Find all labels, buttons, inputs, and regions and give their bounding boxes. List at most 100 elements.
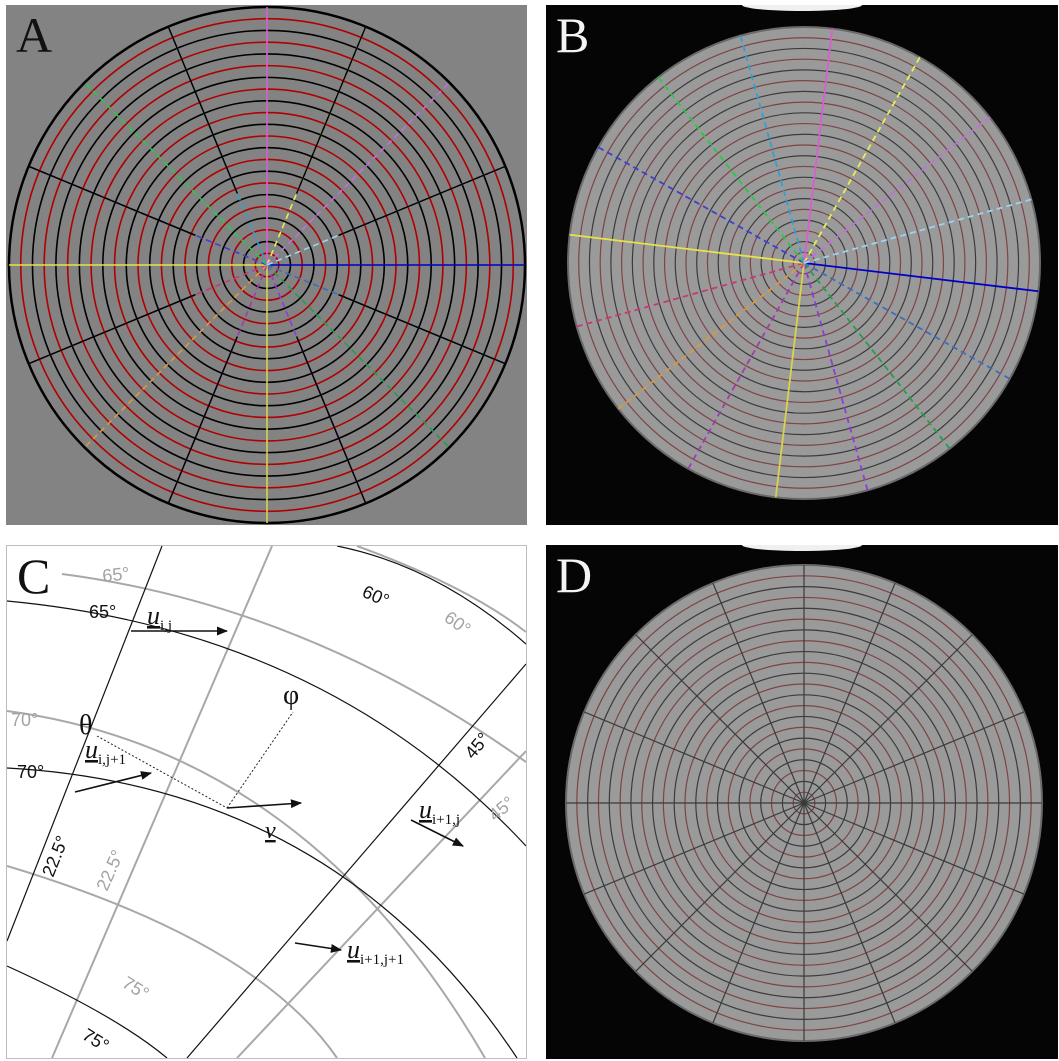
black-arc-70 [7, 767, 518, 1058]
gray-label-65: 65° [101, 563, 130, 586]
black-label-22: 22.5° [38, 833, 72, 880]
gray-degree-labels: 65° 70° 75° 60° 45° 22.5° [11, 563, 518, 1004]
gray-arc-70 [7, 710, 486, 1058]
gray-spoke-22 [51, 546, 273, 1058]
grid-ring [739, 198, 869, 328]
grid-spoke-segment [338, 293, 506, 365]
grid-spoke [266, 82, 450, 266]
vector-u-ij1 [74, 771, 153, 793]
grid-spoke [84, 82, 268, 266]
grid-ring [599, 58, 1009, 468]
grid-spoke-segment [167, 26, 239, 194]
black-spoke-45 [186, 663, 526, 1058]
gray-grid [7, 546, 526, 1058]
grid-a [7, 5, 527, 525]
grid-spoke [803, 802, 973, 972]
gray-arc-65 [61, 573, 526, 763]
vector-v [226, 799, 303, 809]
grid-ring [696, 155, 912, 371]
gray-label-75: 75° [119, 972, 153, 1003]
grid-ring [588, 47, 1020, 479]
grid-b [567, 26, 1041, 500]
grid-ring [631, 90, 977, 436]
grid-spoke [803, 262, 1039, 293]
panel-label-c: C [17, 548, 51, 604]
grid-ring [749, 208, 859, 318]
grid-spoke [712, 582, 805, 804]
black-label-70: 70° [17, 762, 44, 782]
grid-ring [642, 101, 966, 425]
label-u-ij1: ui,j+1 [85, 735, 126, 768]
construction-lines [96, 711, 294, 809]
grid-spoke-segment [295, 26, 367, 194]
grid-spoke-segment [28, 293, 196, 365]
light-glare [742, 545, 862, 551]
grid-spoke [266, 264, 450, 448]
grid-spoke-segment [167, 336, 239, 504]
grid-spoke [774, 262, 805, 498]
theta-symbol: θ [79, 710, 92, 741]
grid-spoke [635, 802, 805, 972]
grid-spoke-segment [295, 336, 367, 504]
panel-label-b: B [556, 7, 590, 63]
target-grid-photo-corrected [565, 545, 1043, 1042]
grid-ring [781, 240, 827, 286]
target-grid-photo-raw [567, 5, 1041, 500]
grid-ring [685, 144, 923, 382]
light-glare [742, 5, 862, 11]
grid-spoke [803, 28, 834, 264]
grid-spoke-segment [338, 165, 506, 237]
grid-spoke [803, 802, 896, 1024]
target-grid-rendered [7, 5, 527, 525]
grid-ring [771, 230, 837, 296]
grid-ring [578, 37, 1030, 489]
panel-b: B [546, 5, 1058, 525]
grid-spoke-segment [28, 165, 196, 237]
black-label-60: 60° [359, 581, 392, 610]
grid-spoke [583, 802, 805, 895]
grid-spoke [803, 582, 896, 804]
grid-ring [674, 133, 934, 393]
grid-ring [706, 165, 902, 361]
black-grid [7, 546, 526, 1058]
vectors [74, 626, 465, 953]
label-u-i1j1: ui+1,j+1 [347, 935, 404, 968]
label-u-i1j: ui+1,j [419, 795, 460, 828]
grid-ring [760, 219, 848, 307]
vector-labels: ui,j ui,j+1 ui+1,j ui+1,j+1 [85, 601, 460, 968]
panel-label-a: A [16, 7, 53, 63]
gray-arc-75 [7, 865, 338, 1058]
grid-d [565, 564, 1043, 1042]
grid-spoke [569, 233, 805, 264]
grid-ring [610, 69, 998, 457]
grid-spoke [84, 264, 268, 448]
grid-ring [792, 251, 816, 275]
panel-c: θ φ v ui,j ui,j+1 ui+1,j ui+1,j+1 65° 70… [6, 545, 527, 1059]
velocity-label: v [265, 818, 276, 844]
gray-label-45: 45° [485, 792, 519, 825]
vector-u-i1j [410, 819, 465, 847]
black-spoke-22 [7, 546, 163, 942]
vector-u-i1j1 [294, 942, 343, 953]
black-arc-75 [7, 965, 168, 1058]
phi-symbol: φ [283, 680, 299, 711]
black-arc-65 [7, 600, 526, 847]
grid-ring [663, 122, 945, 404]
grid-ring [717, 176, 891, 350]
gray-label-22: 22.5° [92, 847, 127, 894]
grid-spoke [803, 802, 1025, 895]
grid-ring [621, 80, 987, 446]
gray-label-70: 70° [11, 710, 38, 730]
panel-a: A [6, 5, 527, 525]
grid-ring [653, 112, 955, 414]
vector-detail-diagram: θ φ v ui,j ui,j+1 ui+1,j ui+1,j+1 65° 70… [7, 546, 526, 1058]
black-arc-60 [336, 546, 526, 645]
grid-spoke [803, 634, 973, 804]
panel-label-d: D [556, 547, 593, 603]
symbols: θ φ v [79, 680, 299, 844]
grid-spoke [803, 711, 1025, 804]
grid-ring [728, 187, 880, 339]
panel-d: D [546, 545, 1058, 1059]
gray-spoke-45 [236, 750, 526, 1058]
grid-spoke [635, 634, 805, 804]
